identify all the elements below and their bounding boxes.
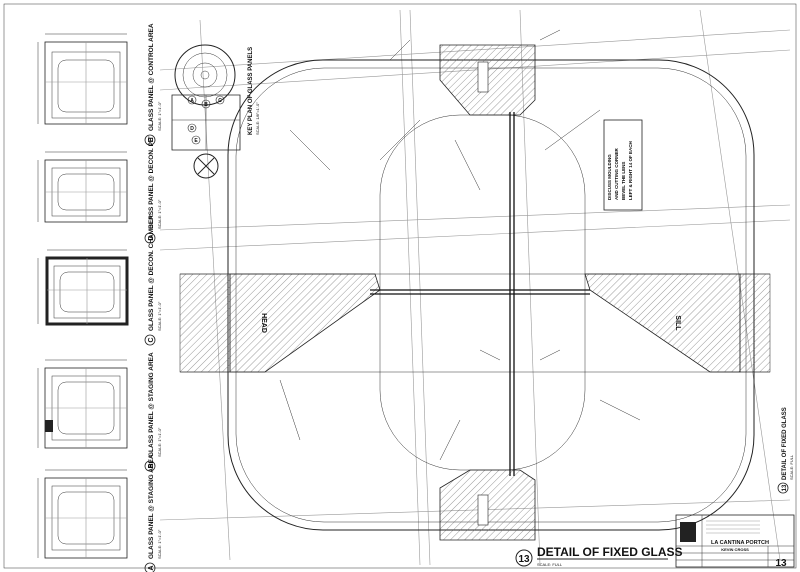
panel-scale-a: SCALE: 1"=1'-0": [157, 529, 162, 559]
sheet-number: 13: [775, 558, 787, 569]
svg-text:C: C: [218, 98, 222, 104]
key-plan-marker-a: A: [187, 95, 197, 105]
panel-letter-b: B: [148, 463, 155, 468]
panel-title-text-c: GLASS PANEL @ DECON. CHAMBER: [148, 215, 155, 331]
detail-title: 13 DETAIL OF FIXED GLASS SCALE: FULL: [515, 545, 683, 567]
firm-logo: [680, 522, 696, 542]
sill-label: SILL: [674, 315, 681, 331]
detail-title-text: DETAIL OF FIXED GLASS: [537, 545, 683, 559]
panel-title-a: A GLASS PANEL @ STAGING AREA SCALE: 1"=1…: [144, 454, 162, 572]
panel-letter-e: E: [148, 137, 155, 142]
title-block: LA CANTINA PORTCH KEVIN CROSS 13: [675, 514, 795, 569]
note-text: DISCUSS MOULDING AND CUTTING CORNER BEVE…: [607, 141, 633, 200]
panel-letter-d: D: [148, 235, 155, 240]
key-plan-marker-e: E: [191, 135, 201, 145]
panel-c-drawing: [45, 256, 129, 326]
svg-text:DISCUSS MOULDING: DISCUSS MOULDING: [607, 154, 612, 200]
side-detail-title: DETAIL OF FIXED GLASS: [782, 407, 788, 480]
side-detail-scale: SCALE: FULL: [789, 454, 794, 480]
key-plan: A B C D E: [171, 44, 241, 179]
panel-title-text-b: GLASS PANEL @ STAGING AREA: [148, 352, 155, 457]
panel-scale-d: SCALE: 1"=1'-0": [157, 199, 162, 229]
panel-title-text-a: GLASS PANEL @ STAGING AREA: [148, 454, 155, 559]
panel-title-text-d: GLASS PANEL @ DECON. PIT: [148, 136, 155, 229]
panel-letter-a: A: [148, 565, 155, 570]
fixed-glass-detail: HEAD SILL DISCUSS MOULDING AND CUTTING C…: [179, 29, 771, 541]
panel-scale-e: SCALE: 1"=1'-0": [157, 101, 162, 131]
panel-title-text-e: GLASS PANEL @ CONTROL AREA: [148, 23, 155, 131]
svg-text:D: D: [190, 126, 194, 132]
detail-number: 13: [518, 554, 530, 565]
panel-a-drawing: [44, 477, 128, 559]
panel-d-drawing: [44, 159, 128, 223]
svg-text:LEFT & RIGHT 14 OF EACH: LEFT & RIGHT 14 OF EACH: [628, 141, 633, 200]
key-plan-marker-b: B: [201, 99, 211, 109]
project-name: LA CANTINA PORTCH: [711, 540, 769, 546]
sill-profile: [584, 273, 741, 373]
key-plan-title-text: KEY PLAN OF GLASS PANELS: [248, 47, 254, 135]
svg-text:B: B: [204, 102, 208, 108]
svg-text:BEVEL THE LENS: BEVEL THE LENS: [621, 162, 626, 200]
key-plan-scale: SCALE: 1/8"=1'-0": [255, 102, 260, 135]
head-label: HEAD: [260, 313, 267, 333]
detail-scale: SCALE: FULL: [537, 562, 563, 567]
key-plan-marker-d: D: [187, 123, 197, 133]
panel-elevations: [37, 33, 129, 559]
panel-scale-b: SCALE: 1"=1'-0": [157, 427, 162, 457]
panel-title-c: C GLASS PANEL @ DECON. CHAMBER SCALE: 1"…: [144, 215, 162, 346]
svg-text:E: E: [194, 138, 198, 144]
panel-b-drawing: [44, 367, 128, 449]
leader-lines: [279, 29, 641, 461]
panel-scale-c: SCALE: 1"=1'-0": [157, 301, 162, 331]
panel-title-b: B GLASS PANEL @ STAGING AREA SCALE: 1"=1…: [144, 352, 162, 472]
panel-title-d: D GLASS PANEL @ DECON. PIT SCALE: 1"=1'-…: [144, 136, 162, 244]
head-profile: [229, 273, 381, 373]
key-plan-title: KEY PLAN OF GLASS PANELS SCALE: 1/8"=1'-…: [248, 47, 260, 135]
side-detail-label: 13 DETAIL OF FIXED GLASS SCALE: FULL: [777, 407, 794, 494]
note-box: [603, 119, 643, 211]
side-detail-number: 13: [782, 484, 788, 491]
construction-lines: [159, 9, 791, 566]
panel-dimension-lines: [37, 33, 127, 558]
panel-e-drawing: [44, 41, 128, 125]
panel-title-e: E GLASS PANEL @ CONTROL AREA SCALE: 1"=1…: [144, 23, 162, 146]
panel-letter-c: C: [148, 337, 155, 342]
svg-text:AND CUTTING CORNER: AND CUTTING CORNER: [614, 148, 619, 200]
key-plan-marker-c: C: [215, 95, 225, 105]
sheet-border: [3, 3, 797, 569]
drawn-by: KEVIN CROSS: [721, 547, 749, 552]
svg-text:A: A: [190, 98, 194, 104]
